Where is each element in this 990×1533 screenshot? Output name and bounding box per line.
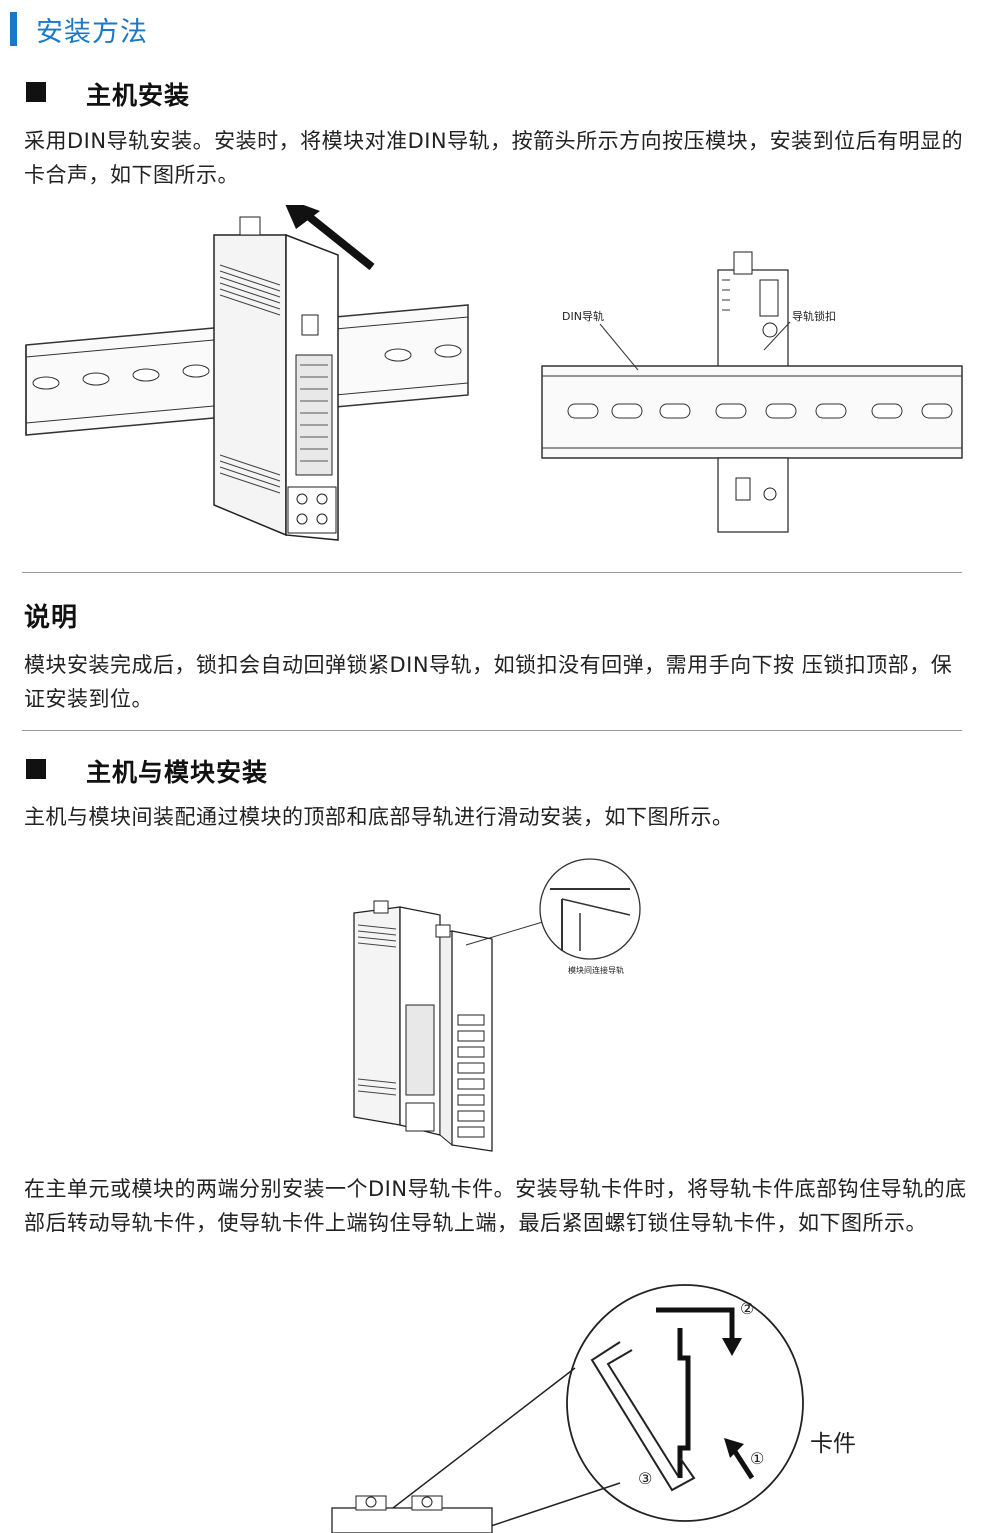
label-module-rail: 模块间连接导轨: [568, 965, 624, 975]
step-mark-3: ③: [638, 1469, 652, 1488]
figure-rail-latch: DIN导轨 导轨锁扣: [541, 251, 963, 533]
paragraph-host-install: 采用DIN导轨安装。安装时，将模块对准DIN导轨，按箭头所示方向按压模块，安装到…: [24, 129, 964, 187]
heading-note: 说明: [24, 603, 79, 633]
paragraph-clip-install: 在主单元或模块的两端分别安装一个DIN导轨卡件。安装导轨卡件时，将导轨卡件底部钩…: [24, 1177, 967, 1235]
paragraph-note: 模块安装完成后，锁扣会自动回弹锁紧DIN导轨，如锁扣没有回弹，需用手向下按 压锁…: [24, 653, 953, 711]
paragraph-slide-install: 主机与模块间装配通过模块的顶部和底部导轨进行滑动安装，如下图所示。: [24, 805, 734, 829]
label-din-rail: DIN导轨: [562, 309, 604, 323]
bullet-square-icon: [26, 82, 46, 102]
figure-rail-clip: ② ① ③: [331, 1284, 804, 1533]
heading-host-install: 主机安装: [86, 81, 191, 110]
label-clip: 卡件: [810, 1431, 856, 1457]
bullet-square-icon: [26, 759, 46, 779]
figure-module-connection: 模块间连接导轨: [353, 858, 641, 1152]
label-rail-latch: 导轨锁扣: [792, 309, 836, 323]
heading-host-module-install: 主机与模块安装: [86, 758, 269, 787]
figure-module-on-rail: [25, 205, 469, 541]
step-mark-1: ①: [750, 1449, 764, 1468]
section-accent-bar: [10, 12, 17, 46]
section-title: 安装方法: [36, 17, 148, 48]
step-mark-2: ②: [740, 1299, 754, 1318]
divider: [22, 572, 962, 573]
divider: [22, 730, 962, 731]
